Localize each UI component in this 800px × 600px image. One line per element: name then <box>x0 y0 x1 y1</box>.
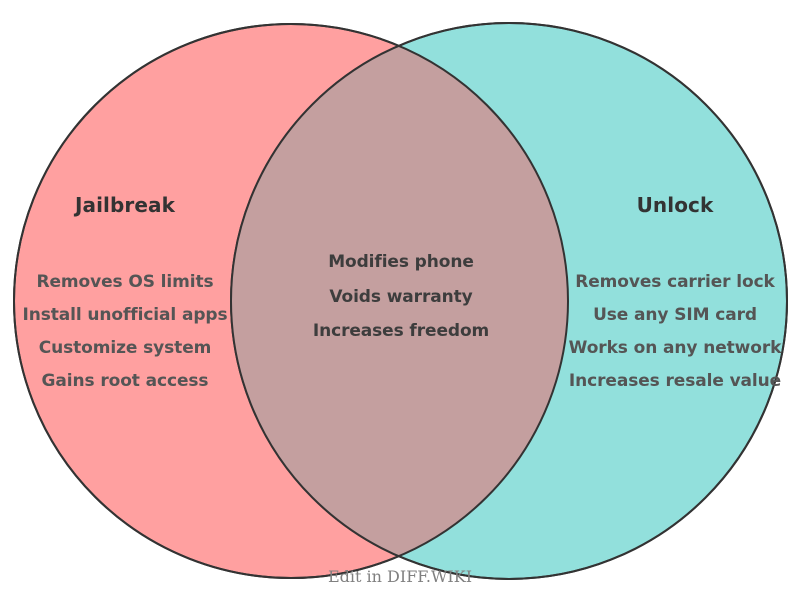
edit-in-diff-wiki-link[interactable]: Edit in DIFF.WIKI <box>327 567 473 586</box>
intersection-region[interactable] <box>231 23 787 579</box>
right-set-circle-outline <box>230 22 788 580</box>
left-set-circle-outline <box>13 23 569 579</box>
